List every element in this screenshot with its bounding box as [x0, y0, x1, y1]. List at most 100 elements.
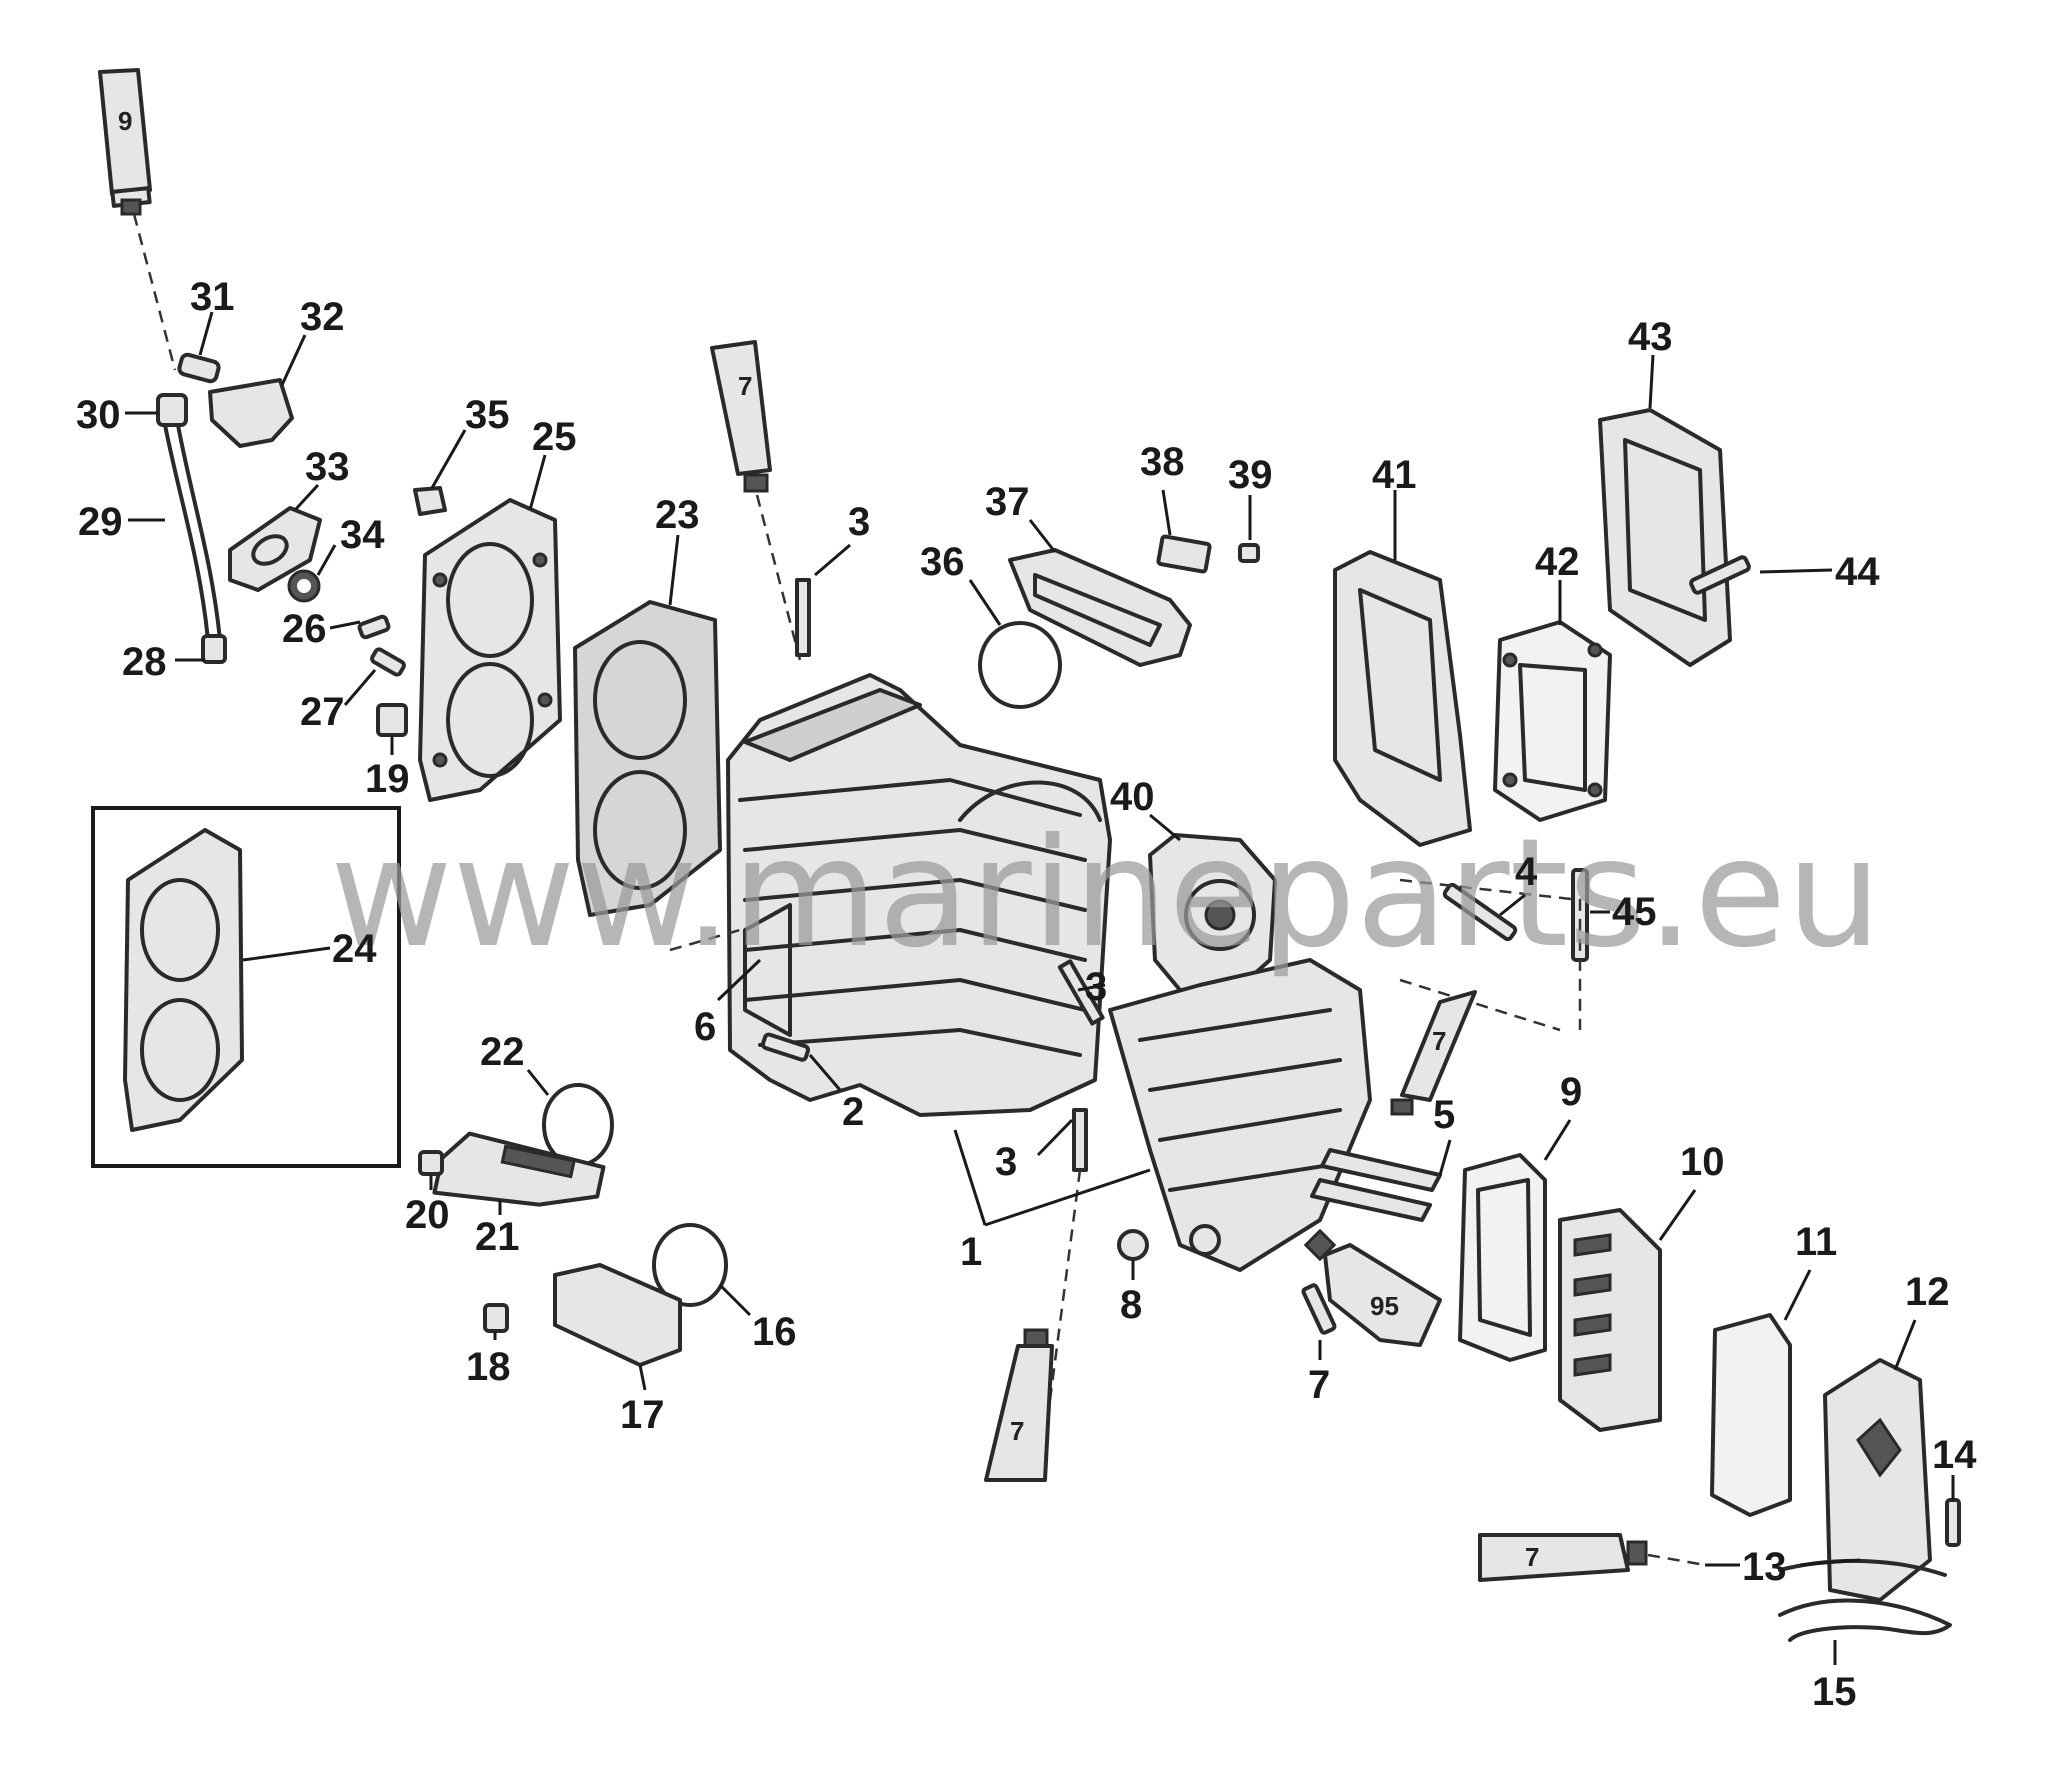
- screw-39: [1238, 543, 1260, 563]
- callout-7: 7: [1308, 1363, 1330, 1407]
- callout-30: 30: [76, 393, 121, 437]
- screw-7: [1301, 1283, 1337, 1335]
- callout-6: 6: [694, 1005, 716, 1049]
- callout-12: 12: [1905, 1270, 1950, 1314]
- sealant-tube-7-top: 7: [710, 340, 772, 493]
- callout-24: 24: [332, 927, 377, 971]
- gasket-strips-5b: [1310, 1178, 1432, 1222]
- callout-23: 23: [655, 493, 700, 537]
- sealant-tube-7-right: 7: [1478, 1533, 1648, 1582]
- cover-17: [553, 1263, 682, 1367]
- tube-label: 7: [1525, 1542, 1539, 1572]
- gasket-strips-5: [1320, 1148, 1442, 1192]
- exhaust-cover-41: [1333, 550, 1472, 847]
- seal-strip-15: [1778, 1598, 1952, 1642]
- pump-cover-40: [1148, 833, 1277, 1002]
- sealant-tube-7-bottom: 7: [984, 1328, 1054, 1482]
- cover-21: [432, 1131, 606, 1207]
- screw-14: [1945, 1498, 1961, 1547]
- exhaust-gasket-42: [1493, 620, 1612, 822]
- dowel-pin-3-top: [795, 578, 811, 657]
- cylinder-head-cover-25: [418, 498, 562, 802]
- callout-16: 16: [752, 1310, 797, 1354]
- sealant-tube-95: 95: [1303, 1228, 1442, 1347]
- callout-11: 11: [1795, 1220, 1837, 1264]
- exhaust-plate-43: [1598, 408, 1732, 667]
- callout-22: 22: [480, 1030, 525, 1074]
- tube-label: 9: [118, 106, 132, 136]
- nut-8: [1117, 1229, 1149, 1261]
- callout-2: 2: [842, 1090, 864, 1134]
- callout-25: 25: [532, 415, 577, 459]
- clip-19: [376, 703, 408, 737]
- head-gasket-23: [573, 600, 722, 917]
- callout-3-top: 3: [848, 500, 870, 544]
- plate-38: [1156, 534, 1212, 574]
- screw-44: [1689, 555, 1751, 595]
- intake-cover-12: [1823, 1358, 1932, 1602]
- callout-5: 5: [1433, 1093, 1455, 1137]
- callout-45: 45: [1612, 890, 1657, 934]
- callout-4: 4: [1515, 850, 1538, 894]
- callout-19: 19: [365, 757, 410, 801]
- gasket-hole: [251, 534, 289, 566]
- hose-assembly: [156, 393, 227, 664]
- gasket-6: [743, 903, 792, 1037]
- callout-43: 43: [1628, 315, 1673, 359]
- fitting-35: [413, 486, 447, 516]
- cylinder-block-1: [726, 673, 1112, 1117]
- screw-18: [483, 1303, 509, 1333]
- sealant-tube-7-mid: 7: [1390, 990, 1477, 1116]
- callout-8: 8: [1120, 1283, 1142, 1327]
- reed-gasket-9: [1458, 1153, 1547, 1362]
- callout-29: 29: [78, 500, 123, 544]
- callout-17: 17: [620, 1393, 665, 1437]
- sealant-tube-9: 9: [98, 68, 152, 216]
- callout-1: 1: [960, 1230, 982, 1274]
- callout-41: 41: [1372, 453, 1417, 497]
- screw-20: [418, 1150, 444, 1176]
- callout-3-low: 3: [995, 1140, 1017, 1184]
- screw-2: [760, 1032, 810, 1062]
- callout-28: 28: [122, 640, 167, 684]
- bracket-assembly: [177, 352, 294, 448]
- callout-42: 42: [1535, 540, 1580, 584]
- callout-33: 33: [305, 445, 350, 489]
- callout-34: 34: [340, 513, 385, 557]
- callout-20: 20: [405, 1193, 450, 1237]
- callout-26: 26: [282, 607, 327, 651]
- callout-27: 27: [300, 690, 345, 734]
- tube-label: 95: [1370, 1291, 1399, 1321]
- reed-block-10: [1558, 1208, 1662, 1432]
- o-ring-16: [652, 1223, 728, 1307]
- pin-4: [1442, 882, 1518, 942]
- callout-14: 14: [1932, 1433, 1977, 1477]
- callout-10: 10: [1680, 1140, 1725, 1184]
- callout-39: 39: [1228, 453, 1273, 497]
- gasket-11: [1710, 1313, 1792, 1517]
- callout-36: 36: [920, 540, 965, 584]
- tube-label: 7: [1010, 1416, 1024, 1446]
- callout-40: 40: [1110, 775, 1155, 819]
- callout-3-mid: 3: [1085, 965, 1107, 1009]
- inset-box-24: [91, 806, 401, 1168]
- screw-26: [357, 614, 391, 640]
- tube-label: 7: [1432, 1026, 1446, 1056]
- tube-label: 7: [738, 371, 752, 401]
- gasket-33: [228, 506, 322, 592]
- callout-37: 37: [985, 480, 1030, 524]
- callout-13: 13: [1742, 1545, 1787, 1589]
- callout-32: 32: [300, 295, 345, 339]
- callout-31: 31: [190, 275, 235, 319]
- crankcase-half: [1108, 958, 1372, 1272]
- cover-plate-37: [1008, 548, 1192, 667]
- o-ring-36: [978, 621, 1062, 709]
- callouts: 1 2 3 3 3 4 5 6 7 8 9 10 11: [76, 275, 1977, 1714]
- callout-35: 35: [465, 393, 510, 437]
- callout-21: 21: [475, 1215, 520, 1259]
- screw-27: [370, 647, 406, 677]
- callout-15: 15: [1812, 1670, 1857, 1714]
- dowel-pin-3-low: [1072, 1108, 1088, 1172]
- watermark-text: www.marineparts.eu: [330, 807, 1882, 981]
